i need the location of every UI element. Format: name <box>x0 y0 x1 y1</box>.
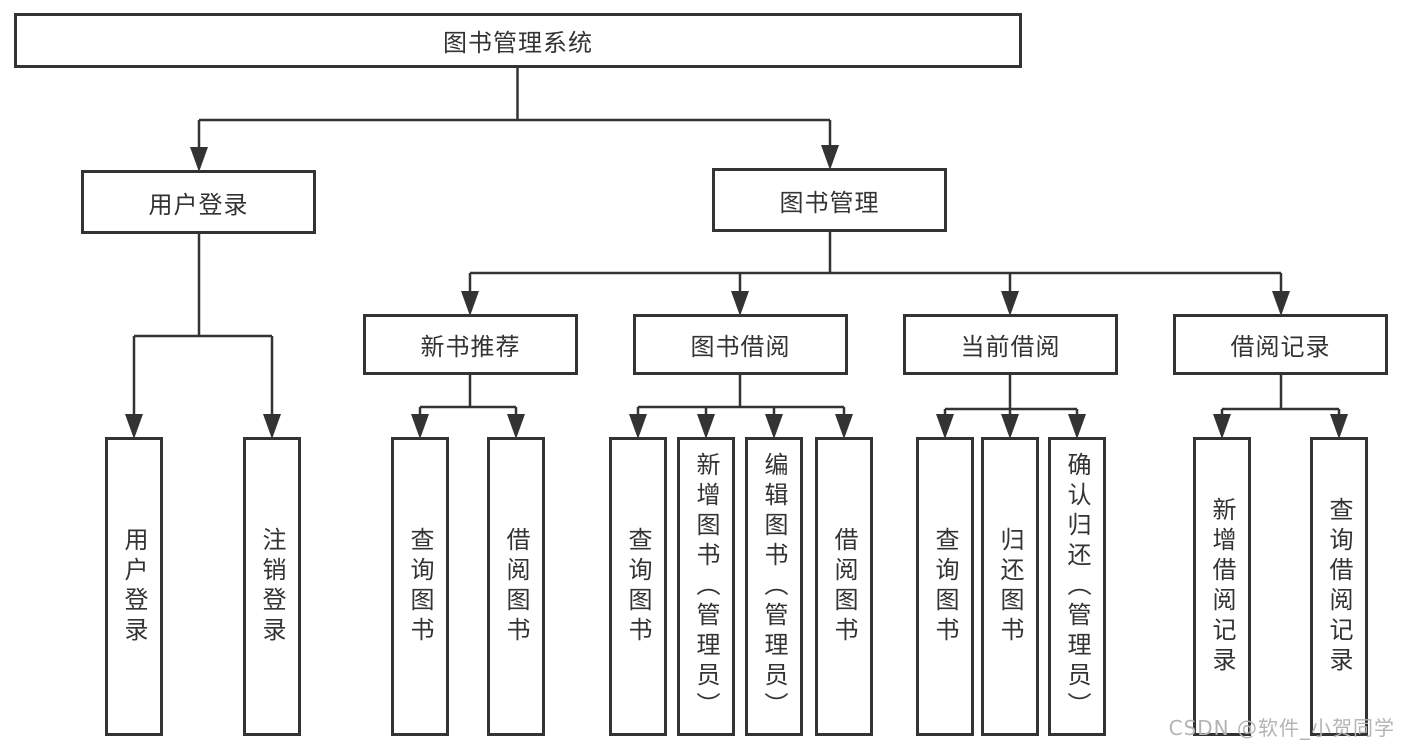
leaf-add-borrow-record: 新增借阅记录 <box>1193 437 1251 736</box>
leaf-return-books-label: 归还图书 <box>996 526 1024 647</box>
connector-user-login-children <box>125 234 281 439</box>
leaf-query-books-current: 查询图书 <box>916 437 974 736</box>
node-current-borrowing: 当前借阅 <box>903 314 1118 375</box>
leaf-logout: 注销登录 <box>243 437 301 736</box>
leaf-edit-books-admin: 编辑图书（管理员） <box>745 437 803 736</box>
node-current-borrowing-label: 当前借阅 <box>960 333 1061 361</box>
node-borrowing-records: 借阅记录 <box>1173 314 1388 375</box>
leaf-query-borrow-record: 查询借阅记录 <box>1310 437 1368 736</box>
node-book-management: 图书管理 <box>712 168 947 232</box>
node-new-book-recommend-label: 新书推荐 <box>420 333 521 361</box>
leaf-edit-books-admin-label: 编辑图书（管理员） <box>760 451 788 722</box>
connector-root-to-level2 <box>190 68 839 172</box>
leaf-borrow-books-borrowing-label: 借阅图书 <box>830 526 858 647</box>
leaf-add-books-admin-label: 新增图书（管理员） <box>692 451 720 722</box>
leaf-user-login: 用户登录 <box>105 437 163 736</box>
leaf-confirm-return-admin-label: 确认归还（管理员） <box>1063 451 1091 722</box>
leaf-query-books-borrowing-label: 查询图书 <box>624 526 652 647</box>
leaf-query-books-current-label: 查询图书 <box>931 526 959 647</box>
node-book-borrowing: 图书借阅 <box>633 314 848 375</box>
connector-book-borrowing-children <box>629 375 853 439</box>
leaf-query-borrow-record-label: 查询借阅记录 <box>1325 496 1353 677</box>
leaf-query-books-borrowing: 查询图书 <box>609 437 667 736</box>
connector-book-management-to-level3 <box>461 232 1290 316</box>
leaf-logout-label: 注销登录 <box>258 526 286 647</box>
leaf-confirm-return-admin: 确认归还（管理员） <box>1048 437 1106 736</box>
node-book-management-label: 图书管理 <box>779 188 880 217</box>
leaf-add-borrow-record-label: 新增借阅记录 <box>1208 496 1236 677</box>
node-root-label: 图书管理系统 <box>443 29 593 57</box>
leaf-borrow-books-recommend: 借阅图书 <box>487 437 545 736</box>
node-user-login: 用户登录 <box>81 170 316 234</box>
leaf-query-books-recommend-label: 查询图书 <box>406 526 434 647</box>
node-borrowing-records-label: 借阅记录 <box>1230 333 1331 361</box>
leaf-add-books-admin: 新增图书（管理员） <box>677 437 735 736</box>
connector-current-borrowing-children <box>936 375 1086 439</box>
connector-borrowing-records-children <box>1213 375 1348 439</box>
connector-new-book-recommend-children <box>411 375 525 439</box>
node-book-borrowing-label: 图书借阅 <box>690 333 791 361</box>
leaf-return-books: 归还图书 <box>981 437 1039 736</box>
leaf-borrow-books-recommend-label: 借阅图书 <box>502 526 530 647</box>
csdn-watermark: CSDN @软件_小贺同学 <box>1168 716 1395 740</box>
leaf-user-login-label: 用户登录 <box>120 526 148 647</box>
node-user-login-label: 用户登录 <box>148 190 249 219</box>
node-root: 图书管理系统 <box>14 13 1022 68</box>
node-new-book-recommend: 新书推荐 <box>363 314 578 375</box>
leaf-query-books-recommend: 查询图书 <box>391 437 449 736</box>
leaf-borrow-books-borrowing: 借阅图书 <box>815 437 873 736</box>
